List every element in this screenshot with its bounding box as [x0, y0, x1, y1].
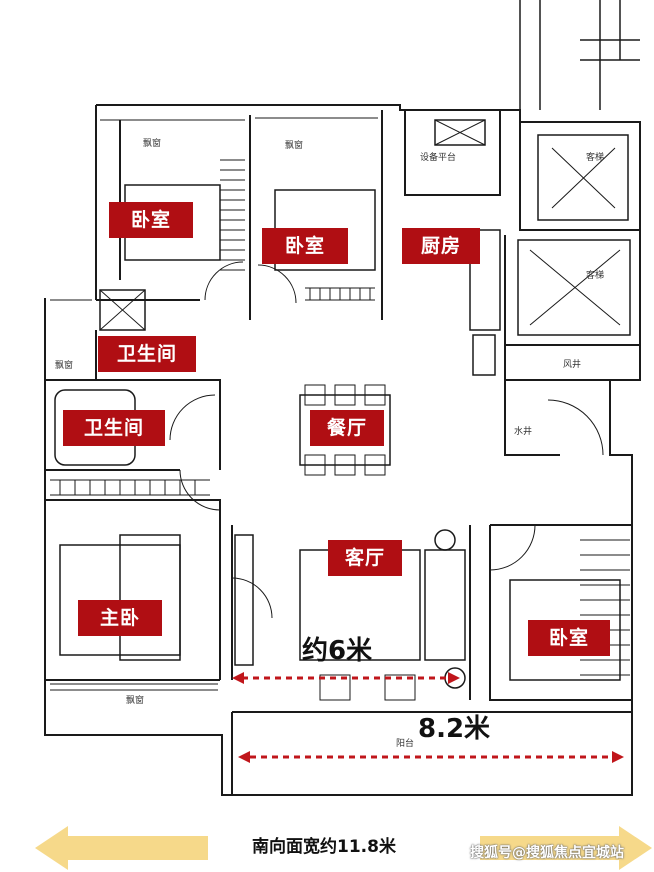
door-arc — [204, 261, 244, 301]
elevator-shaft-2 — [517, 239, 631, 336]
dimension-arrow — [612, 751, 624, 763]
dimension-label-living: 约6米 — [302, 636, 373, 666]
shower — [99, 289, 146, 331]
water-shaft-label: 水井 — [514, 427, 533, 437]
left-arrow — [35, 826, 208, 870]
south-frontage-caption: 南向面宽约11.8米 — [252, 837, 396, 857]
door-arc — [489, 524, 536, 571]
room-label-dining: 餐厅 — [310, 410, 384, 446]
dining-table — [299, 394, 391, 466]
dimension-arrow — [238, 751, 250, 763]
room-label-bedroom-n: 卧室 — [262, 228, 348, 264]
interior-wall — [45, 330, 97, 381]
room-label-bedroom-nw: 卧室 — [109, 202, 193, 238]
equipment-box — [434, 119, 486, 146]
air-shaft-label: 风井 — [563, 360, 582, 370]
interior-wall — [489, 525, 632, 701]
stair-lines — [519, 0, 640, 110]
watermark: 搜狐号@搜狐焦点宜城站 — [470, 845, 624, 861]
interior-wall — [404, 110, 501, 196]
tv-cabinet — [234, 534, 254, 666]
door-arc — [257, 264, 297, 304]
kitchen-counter — [469, 229, 501, 331]
room-label-bedroom-se: 卧室 — [528, 620, 610, 656]
dimension-arrow — [448, 672, 460, 684]
room-label-living: 客厅 — [328, 540, 402, 576]
bay-window-label: 飘窗 — [55, 361, 74, 371]
interior-wall — [45, 499, 221, 680]
sofa — [424, 549, 466, 661]
door-arc — [179, 469, 221, 511]
elevator-label: 客梯 — [586, 153, 605, 163]
dimension-arrow — [232, 672, 244, 684]
dimension-label-balcony: 8.2米 — [418, 714, 491, 744]
door-arc — [231, 577, 273, 619]
balcony-label: 阳台 — [396, 739, 415, 749]
wardrobe-hatch — [305, 287, 375, 301]
wardrobe-hatch — [50, 479, 210, 496]
wardrobe-hatch — [220, 159, 245, 271]
bay-window-line — [50, 117, 378, 691]
room-label-kitchen: 厨房 — [402, 228, 480, 264]
room-label-master: 主卧 — [78, 600, 162, 636]
right-arrow — [480, 826, 652, 870]
elevator-label: 客梯 — [586, 271, 605, 281]
equipment-platform-label: 设备平台 — [420, 153, 457, 163]
interior-wall — [519, 122, 640, 231]
room-label-bathroom-2: 卫生间 — [63, 410, 165, 446]
bay-window-label: 飘窗 — [126, 696, 145, 706]
interior-wall — [504, 235, 560, 456]
interior-wall — [45, 379, 221, 470]
bay-window-label: 飘窗 — [285, 141, 304, 151]
bay-window-label: 飘窗 — [143, 139, 162, 149]
door-arc — [169, 394, 216, 441]
elevator-shaft-1 — [537, 134, 629, 221]
door-arc — [547, 399, 604, 456]
room-label-bathroom-1: 卫生间 — [98, 336, 196, 372]
